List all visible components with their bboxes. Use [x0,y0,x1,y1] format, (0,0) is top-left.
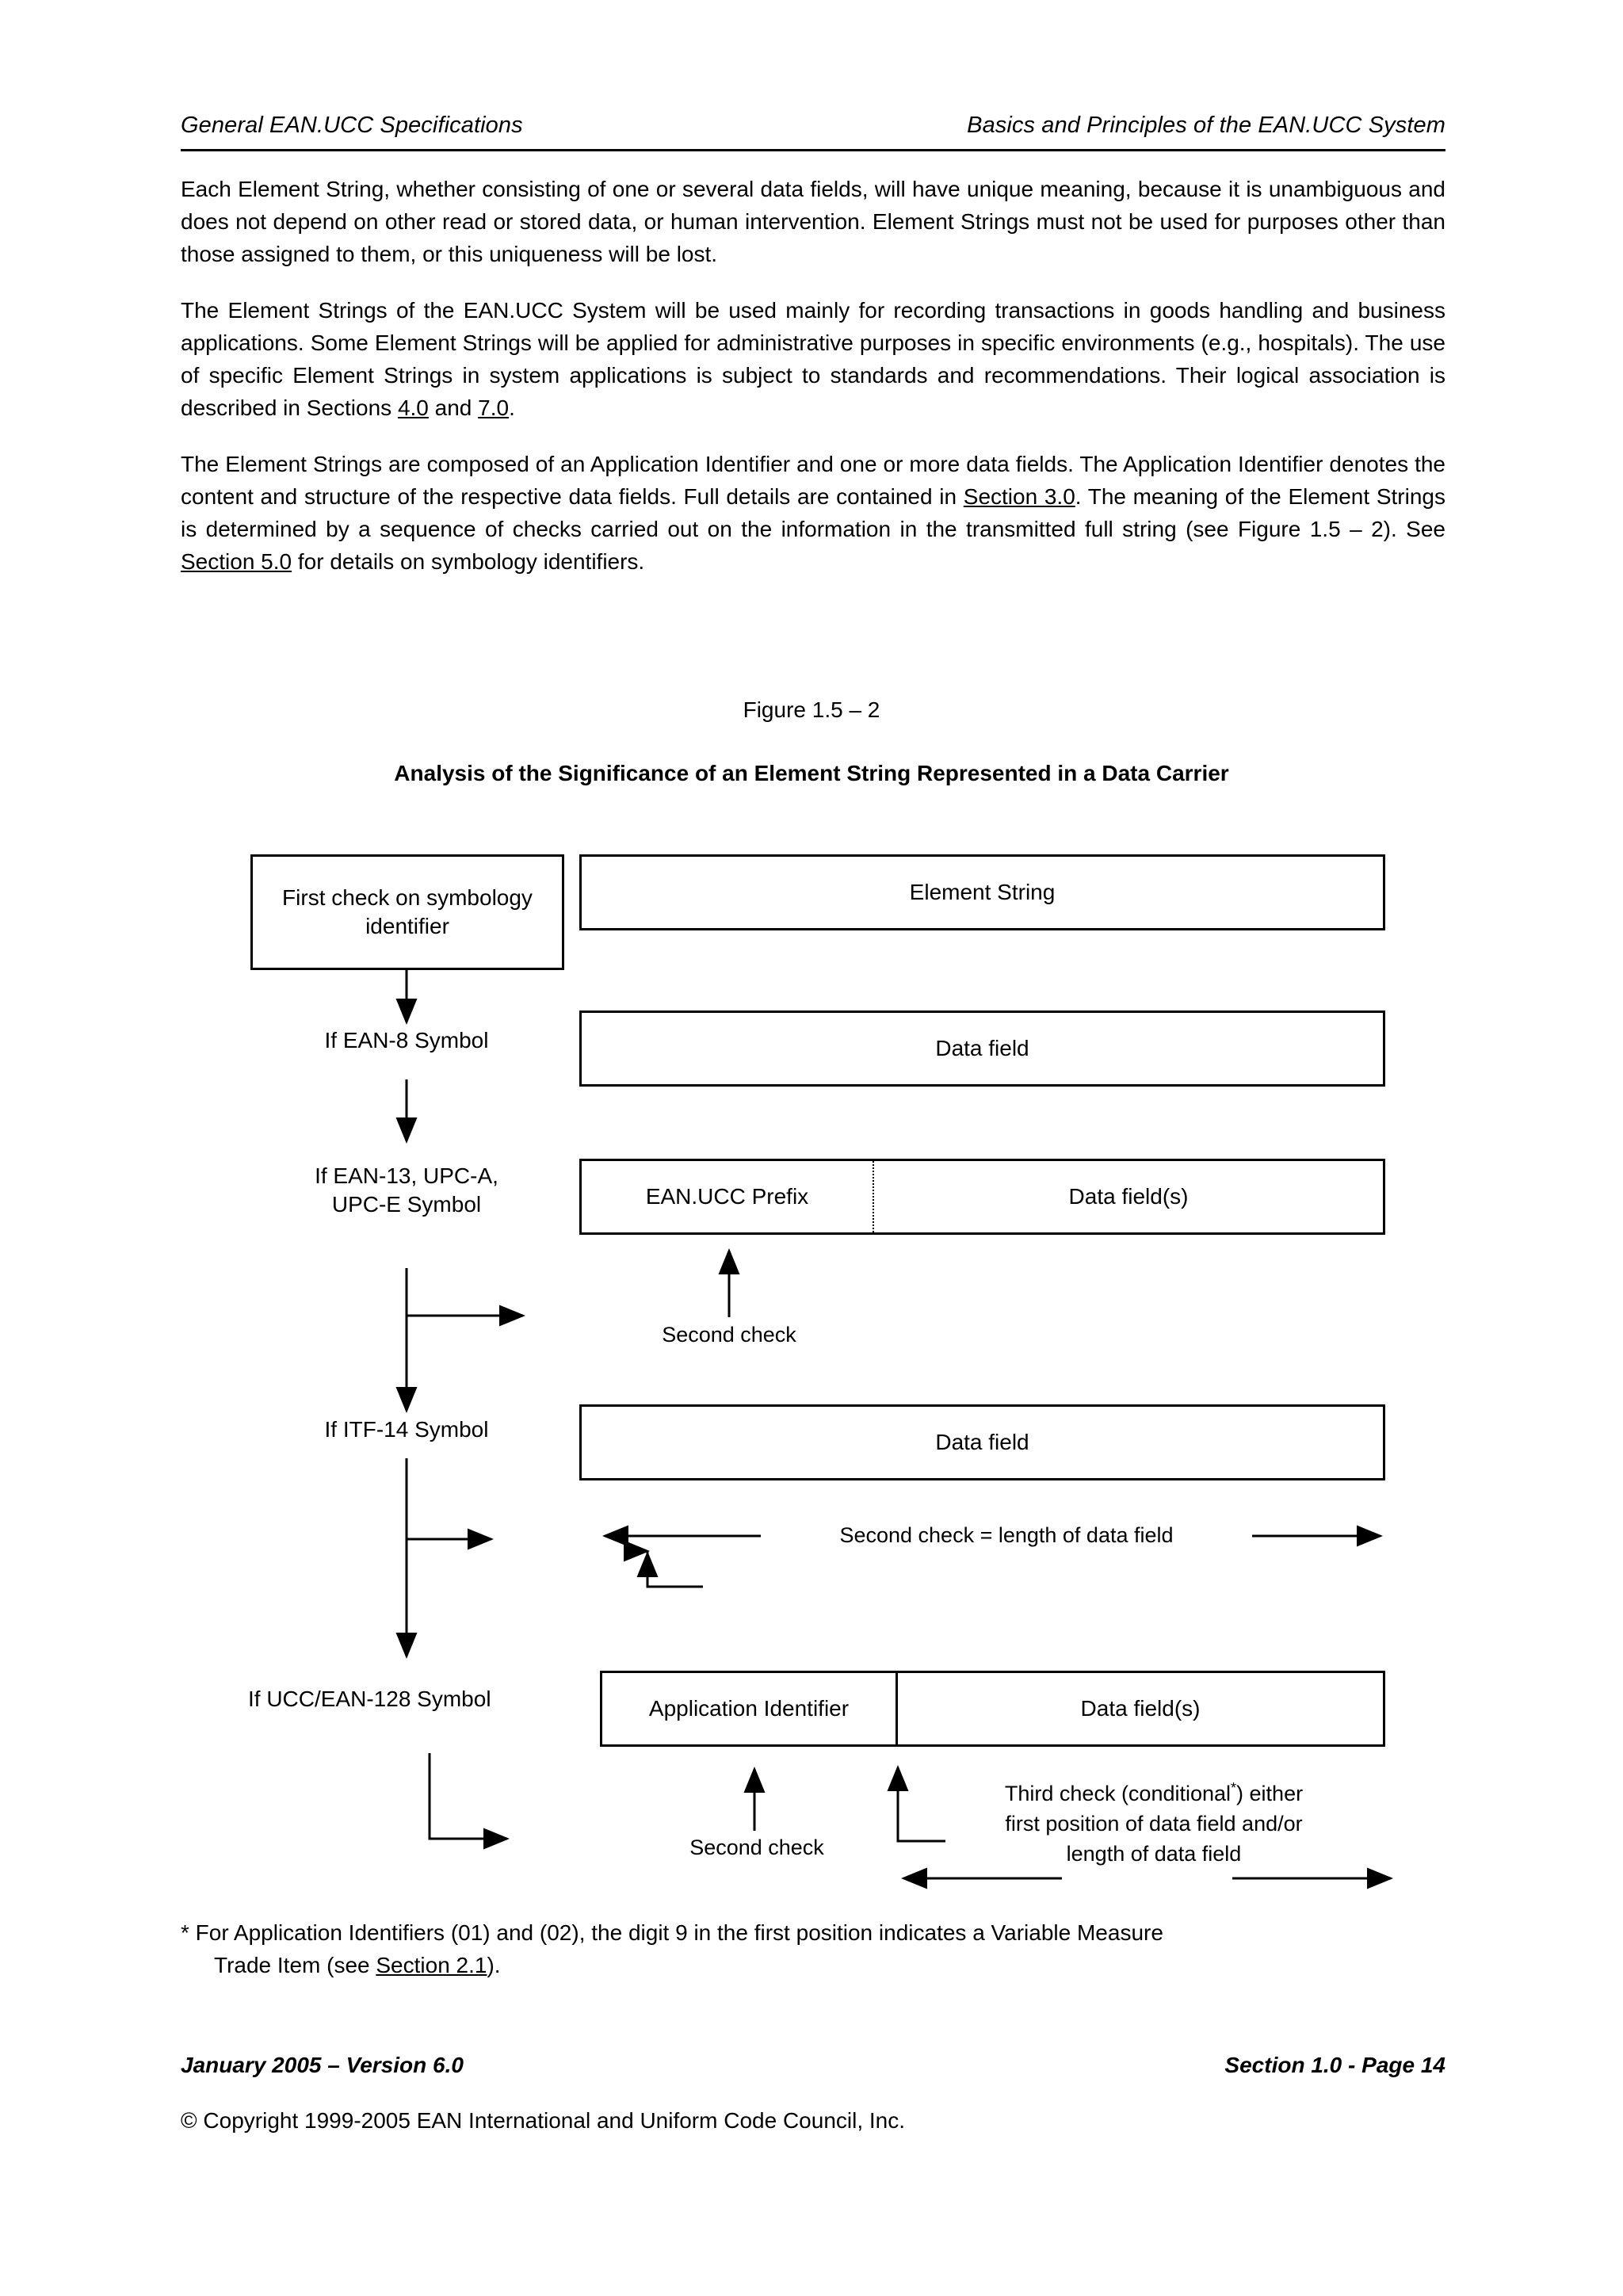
box-ean13-structure: EAN.UCC Prefix Data field(s) [579,1159,1385,1235]
paragraph-2: The Element Strings of the EAN.UCC Syste… [181,294,1445,424]
page-footnote: * For Application Identifiers (01) and (… [181,1916,1449,1981]
footer-page-number: Section 1.0 - Page 14 [1224,2053,1445,2077]
segment-application-identifier-label: Application Identifier [648,1696,850,1721]
box-data-field-ean8: Data field [579,1010,1385,1087]
side-label-ean13: If EAN-13, UPC-A, UPC-E Symbol [315,1163,498,1217]
paragraph-2-text-a: The Element Strings of the EAN.UCC Syste… [181,298,1445,420]
body-text-column: Each Element String, whether consisting … [181,173,1445,578]
paragraph-3-text-c: for details on symbology identifiers. [292,549,645,574]
segment-data-fields-128-label: Data field(s) [1080,1696,1201,1721]
annotation-third-check: Third check (conditional*) either first … [948,1773,1360,1869]
footnote-line-2-text-a: Trade Item (see [214,1953,376,1977]
header-divider-rule [181,149,1445,151]
box-element-string: Element String [579,854,1385,930]
third-check-text-a: Third check (conditional [1004,1782,1232,1805]
segment-ean-ucc-prefix: EAN.UCC Prefix [582,1161,874,1232]
segment-ean-ucc-prefix-label: EAN.UCC Prefix [645,1184,809,1209]
segment-application-identifier: Application Identifier [602,1673,898,1744]
section-link-3-0[interactable]: Section 3.0 [963,484,1075,509]
box-data-field-itf14-label: Data field [935,1430,1029,1454]
footnote-line-2-text-b: ). [487,1953,501,1977]
box-data-field-itf14: Data field [579,1404,1385,1480]
annotation-second-check-itf14: Second check = length of data field [761,1520,1252,1550]
segment-data-fields-ean13: Data field(s) [874,1161,1383,1232]
section-link-5-0[interactable]: Section 5.0 [181,549,292,574]
header-left-title: General EAN.UCC Specifications [181,113,523,138]
segment-data-fields-ean13-label: Data field(s) [1068,1184,1189,1209]
arrow-third-check-elbow [887,1765,945,1843]
paragraph-3: The Element Strings are composed of an A… [181,448,1445,578]
paragraph-3-text-a: The Element Strings are composed of an A… [181,452,1445,509]
box-first-check: First check on symbology identifier [250,854,564,970]
box-ucc128-structure: Application Identifier Data field(s) [600,1671,1385,1747]
figure-title: Analysis of the Significance of an Eleme… [394,761,1229,785]
paragraph-3-text-b: . The meaning of the Element Strings is … [181,484,1445,541]
annotation-second-check-ean13: Second check [662,1323,796,1347]
figure-number: Figure 1.5 – 2 [743,697,880,722]
paragraph-2-text-c: . [509,395,515,420]
arrow-itf14-branch-to-second-check [405,1458,494,1550]
header-right-title: Basics and Principles of the EAN.UCC Sys… [967,113,1445,138]
annotation-second-check-ucc128: Second check [689,1836,824,1859]
arrow-itf14-elbow [636,1551,703,1588]
section-link-7-0[interactable]: 7.0 [478,395,510,420]
box-data-field-ean8-label: Data field [935,1036,1029,1060]
third-check-text-b: ) either [1236,1782,1304,1805]
box-first-check-label: First check on symbology identifier [282,885,533,938]
page-header: General EAN.UCC Specifications Basics an… [181,113,1445,139]
section-link-4-0[interactable]: 4.0 [397,395,429,420]
third-check-asterisk-marker: * [1231,1780,1237,1796]
footnote-line-2: Trade Item (see Section 2.1). [181,1949,1449,1981]
side-label-ean8: If EAN-8 Symbol [324,1028,489,1052]
segment-data-fields-128: Data field(s) [898,1673,1383,1744]
third-check-line-2: first position of data field and/or [1005,1812,1303,1836]
footer-copyright: © Copyright 1999-2005 EAN International … [181,2108,906,2133]
page-footer: January 2005 – Version 6.0 Section 1.0 -… [181,2053,1445,2078]
arrow-ean13-branch-to-second-check [405,1268,525,1327]
box-element-string-label: Element String [909,880,1056,904]
footer-version: January 2005 – Version 6.0 [181,2053,464,2077]
side-label-itf14: If ITF-14 Symbol [324,1417,489,1442]
arrow-ucc128-branch-to-second-check [428,1753,510,1850]
paragraph-1: Each Element String, whether consisting … [181,177,1445,266]
third-check-line-3: length of data field [1066,1842,1242,1866]
third-check-line-1: Third check (conditional*) either [1004,1780,1304,1805]
footnote-line-1: * For Application Identifiers (01) and (… [181,1920,1163,1945]
side-label-ucc-ean128: If UCC/EAN-128 Symbol [248,1687,491,1711]
section-link-2-1[interactable]: Section 2.1 [376,1953,487,1977]
paragraph-2-text-b: and [428,395,479,420]
